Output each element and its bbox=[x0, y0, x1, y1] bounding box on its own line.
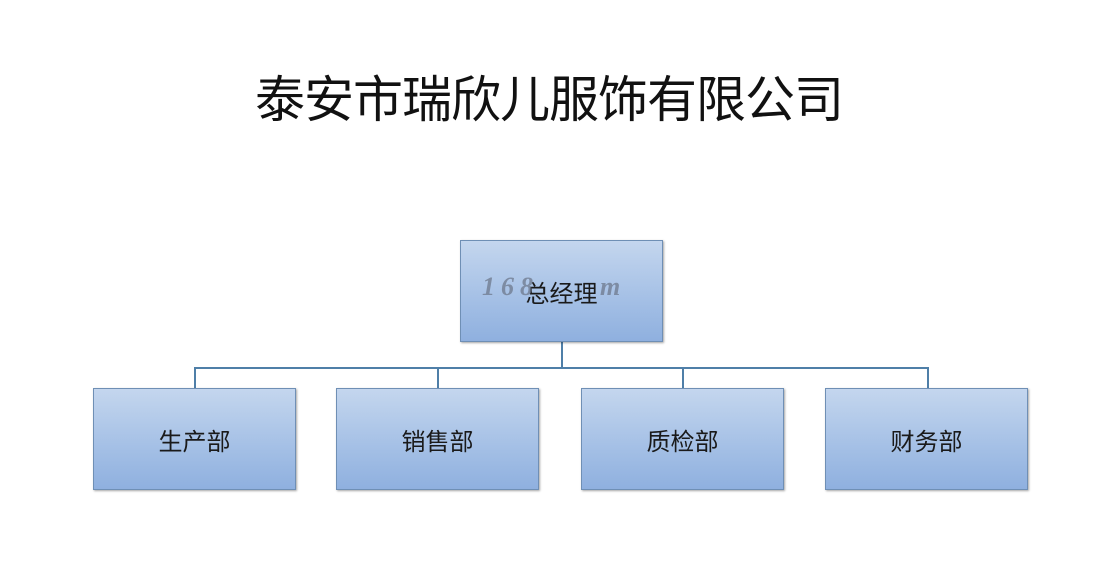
connector-child-2 bbox=[437, 367, 439, 388]
connector-child-4 bbox=[927, 367, 929, 388]
node-general-manager: 总经理 bbox=[460, 240, 663, 342]
node-label: 质检部 bbox=[646, 427, 719, 456]
company-title: 泰安市瑞欣儿服饰有限公司 bbox=[255, 71, 844, 129]
connector-child-3 bbox=[682, 367, 684, 388]
node-sales-dept: 销售部 bbox=[336, 388, 539, 490]
node-finance-dept: 财务部 bbox=[825, 388, 1028, 490]
node-label: 总经理 bbox=[525, 279, 598, 308]
node-label: 生产部 bbox=[158, 427, 231, 456]
node-label: 财务部 bbox=[890, 427, 963, 456]
node-label: 销售部 bbox=[401, 427, 474, 456]
node-qc-dept: 质检部 bbox=[581, 388, 784, 490]
node-production-dept: 生产部 bbox=[93, 388, 296, 490]
connector-root-down bbox=[561, 341, 563, 368]
connector-child-1 bbox=[194, 367, 196, 388]
connector-horizontal bbox=[194, 367, 929, 369]
